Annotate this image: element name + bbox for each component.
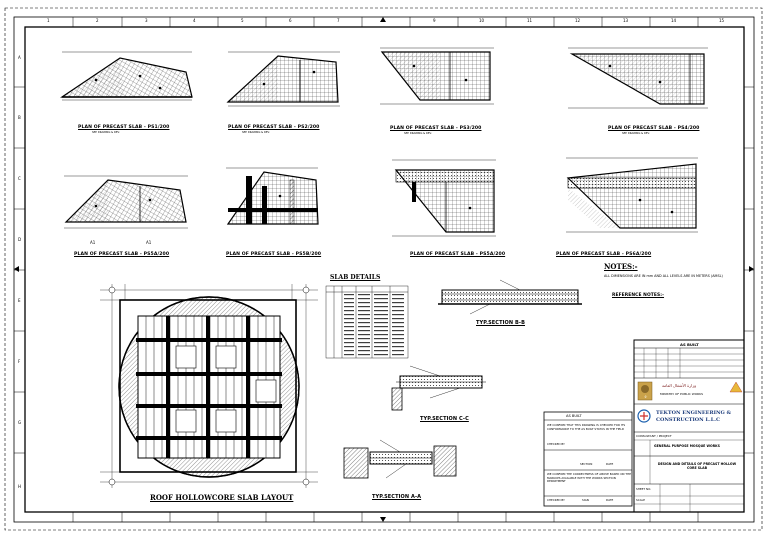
panel-scale-ps3: SEE DRAWING & REV. [404,132,432,135]
col-num: 5 [241,18,244,23]
slab-plan-ps5a: A1 A1 [64,175,188,245]
panel-scale-ps1: SEE DRAWING & REV. [92,131,120,134]
col-num: 13 [623,18,629,23]
slab-plan-ps5a-large [392,159,496,237]
row-letter: A [18,55,21,60]
frame-inner [24,26,745,513]
tb-company-line-1: TEKTON ENGINEERING & [656,410,732,416]
as-built-sign: SIGN [582,498,589,502]
company-logo [637,381,743,423]
slab-plan-ps2 [226,51,340,107]
slab-plan-ps4 [568,47,708,109]
panel-title-ps4: PLAN OF PRECAST SLAB - PS4/200 [608,126,700,131]
svg-text:A1: A1 [90,240,96,245]
slab-plan-ps5b [226,167,319,225]
section-c-title: TYP.SECTION C-C [420,416,469,422]
col-num: 1 [47,18,50,23]
col-num: 14 [671,18,677,23]
as-built-section: SECTION [580,462,593,466]
tb-client-arabic: وزارة الأشغال العامة [662,383,697,388]
slab-details-table [325,285,409,359]
slab-plan-ps1 [60,51,193,101]
row-letter: F [18,359,21,364]
svg-text:A1: A1 [146,240,152,245]
slab-details-title: SLAB DETAILS [330,274,381,281]
panel-scale-ps4: SEE DRAWING & REV. [622,132,650,135]
section-a-title: TYP.SECTION A-A [372,494,422,500]
tb-project: GENERAL PURPOSE MOSQUE WORKS [654,444,720,448]
tb-sheet-no: SHEET NO. [636,487,652,491]
col-num: 7 [337,18,340,23]
ministry-logo: ☪ [637,381,653,401]
panel-title-ps5b: PLAN OF PRECAST SLAB - PS5B/200 [226,252,322,257]
panel-title-ps3: PLAN OF PRECAST SLAB - PS3/200 [390,126,482,131]
col-num: 6 [289,18,292,23]
col-num: 12 [575,18,581,23]
tb-scale: SCALE [636,498,645,502]
col-num: 2 [96,18,99,23]
roof-layout-drawing [100,284,318,488]
col-num: 9 [433,18,436,23]
as-built-confirm-1: WE CONFIRM THAT THIS DRAWING IS CHECKED … [547,423,626,431]
frame-outer [13,16,755,523]
tb-as-built: AS BUILT [680,342,699,347]
slab-details-rows [344,294,404,356]
panel-scale-ps2: SEE DRAWING & REV. [242,131,270,134]
row-letter: D [18,237,22,242]
panel-title-ps5a-large: PLAN OF PRECAST SLAB - PS5A/200 [410,252,506,257]
tb-company-line-2: CONSTRUCTION L.L.C [656,417,720,423]
as-built-checked-by-2: CHECKED BY [547,498,565,502]
tb-drawing-title: DESIGN AND DETAILS OF PRECAST HOLLOW COR… [657,462,737,470]
tb-contractor-label: CONSULTANT / PROJECT [636,434,672,438]
panel-title-ps5a: PLAN OF PRECAST SLAB - PS5A/200 [74,252,170,257]
as-built-confirm-2: WE CONFIRM THE CORRECTNESS OF ABOVE BASE… [547,472,631,484]
section-a-a-drawing [343,439,457,479]
row-letter: B [18,115,21,120]
col-num: 10 [479,18,485,23]
grid-ticks [14,17,754,522]
as-built-box [543,411,633,507]
row-letter: G [18,420,22,425]
panel-title-ps2: PLAN OF PRECAST SLAB - PS2/200 [228,125,320,130]
section-b-title: TYP.SECTION B-B [476,320,526,326]
tb-ministry: MINISTRY OF PUBLIC WORKS [660,392,704,396]
col-num: 11 [527,18,533,23]
section-c-c-drawing [391,365,486,411]
slab-plan-ps6a [566,157,698,233]
row-letter: H [18,484,22,489]
as-built-header: AS BUILT [566,414,582,418]
col-num: 4 [193,18,196,23]
reference-notes-title: REFERENCE NOTES:- [612,293,665,298]
outer-border [4,7,763,531]
as-built-date-2: DATE [606,498,614,502]
svg-text:☪: ☪ [644,395,647,399]
as-built-date: DATE [606,462,614,466]
notes-title: NOTES:- [604,262,638,271]
col-num: 15 [719,18,725,23]
as-built-checked-by: CHECKED BY [547,442,565,446]
roof-layout-title: ROOF HOLLOWCORE SLAB LAYOUT [150,493,294,502]
row-letter: E [18,298,21,303]
row-letter: C [18,176,21,181]
notes-line: ALL DIMENSIONS ARE IN mm AND ALL LEVELS … [604,274,723,278]
panel-title-ps6a: PLAN OF PRECAST SLAB - PS6A/200 [556,252,652,257]
section-b-b-drawing [438,279,582,315]
col-num: 3 [145,18,148,23]
slab-plan-ps3 [380,47,494,105]
title-block [633,339,745,513]
panel-title-ps1: PLAN OF PRECAST SLAB - PS1/200 [78,125,170,130]
